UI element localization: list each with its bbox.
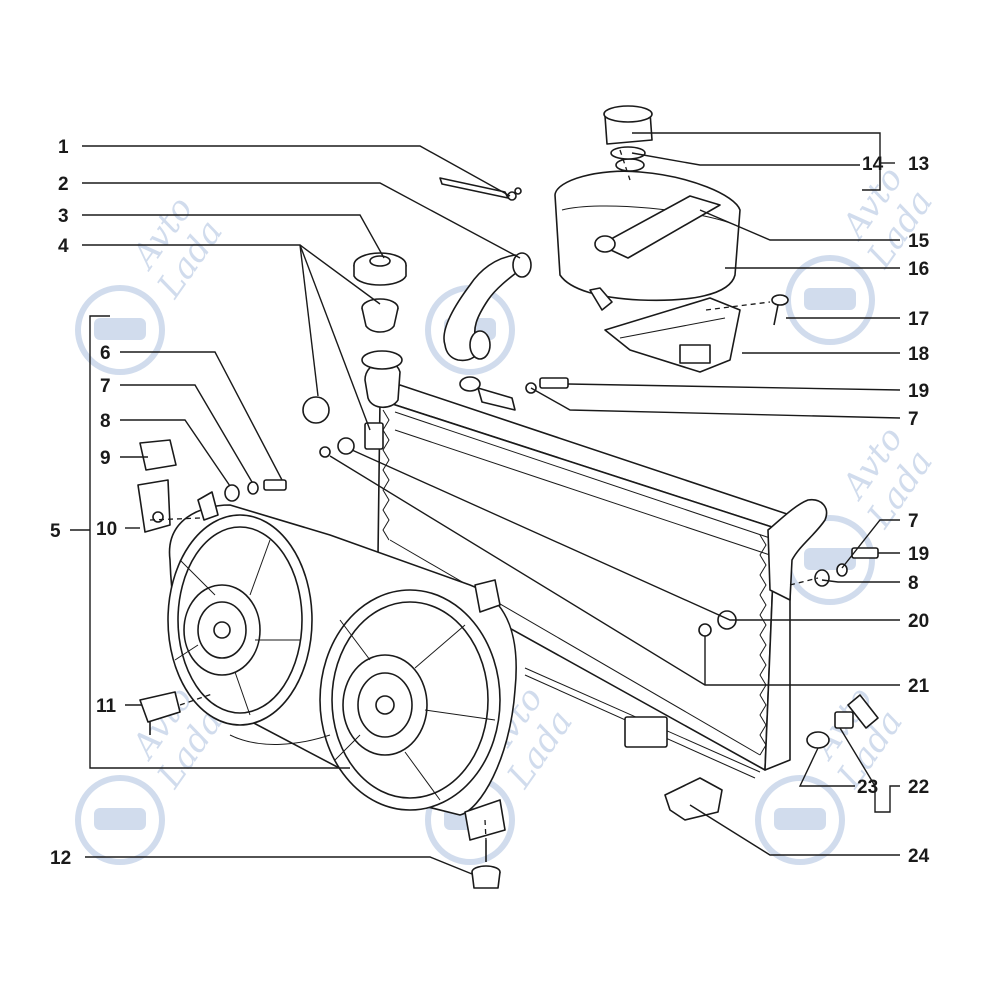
part-label-11: 11 [96,696,117,717]
part-label-16: 16 [908,259,929,280]
part-label-20: 20 [908,611,929,632]
part-label-23: 23 [857,777,878,798]
part-label-12: 12 [50,848,71,869]
part-label-13: 13 [908,154,929,175]
part-label-18: 18 [908,344,929,365]
radiator-cap [302,252,407,424]
expansion-tank [554,105,789,373]
part-label-22: 22 [908,777,929,798]
part-label-2: 2 [58,174,69,195]
part-label-15: 15 [908,231,930,252]
part-label-9: 9 [100,448,111,469]
part-label-17: 17 [908,309,929,330]
part-label-7: 7 [908,511,919,532]
part-label-5: 5 [50,521,61,542]
radiator [361,350,828,779]
hose-clip [439,177,522,201]
upper-hose [443,252,532,362]
part-label-3: 3 [58,206,69,227]
part-label-14: 14 [862,154,884,175]
leader-lines [70,132,901,875]
part-label-4: 4 [58,236,69,257]
assembly-dashes [149,149,819,841]
part-label-19: 19 [908,381,929,402]
part-label-24: 24 [908,846,930,867]
watermark-logo: Avto Lada [785,160,941,345]
part-label-21: 21 [908,676,930,697]
part-label-7: 7 [908,409,919,430]
part-label-8: 8 [908,573,919,594]
part-label-8: 8 [100,411,111,432]
part-label-6: 6 [100,343,111,364]
fan-assembly [167,491,517,841]
part-label-7: 7 [100,376,111,397]
part-label-1: 1 [58,137,69,158]
part-label-19: 19 [908,544,929,565]
part-label-10: 10 [96,519,117,540]
part-labels: 1 2 3 4 5 6 7 8 9 10 11 12 13 14 15 16 1… [50,137,930,869]
